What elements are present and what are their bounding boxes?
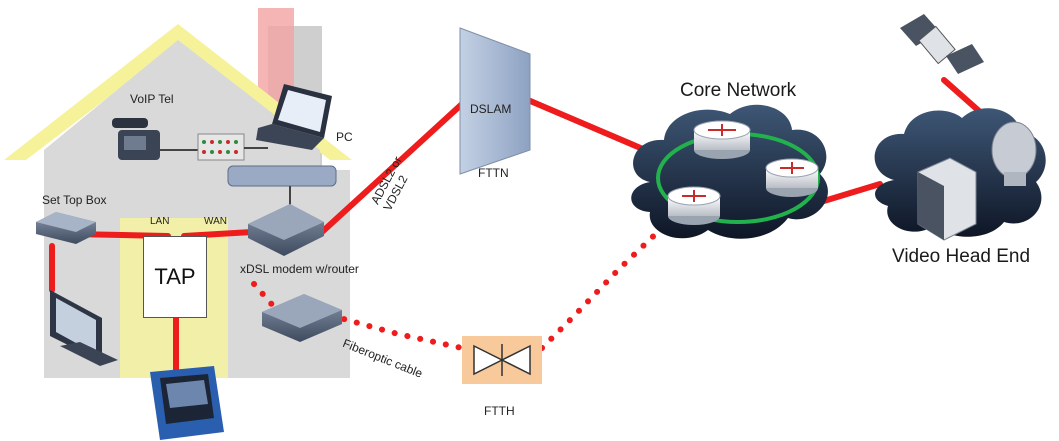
tap-box: TAP bbox=[143, 236, 207, 318]
fttn-label: FTTN bbox=[478, 166, 509, 180]
lan-label: LAN bbox=[150, 216, 170, 227]
pc-label: PC bbox=[336, 130, 353, 144]
dslam-icon bbox=[459, 27, 531, 175]
modem-router-icon bbox=[248, 204, 324, 256]
ont-box-icon bbox=[262, 294, 342, 342]
satellite-icon bbox=[900, 14, 984, 74]
dslam-label: DSLAM bbox=[470, 102, 512, 116]
set-top-box-icon bbox=[36, 212, 96, 244]
ftth-label: FTTH bbox=[484, 404, 515, 418]
fiberoptic-path bbox=[251, 223, 667, 351]
ftth-box bbox=[462, 336, 542, 384]
switch-panel-icon bbox=[197, 133, 245, 161]
set-top-box-label: Set Top Box bbox=[42, 193, 107, 207]
voip-tel-label: VoIP Tel bbox=[130, 92, 174, 106]
laptop-icon bbox=[256, 84, 332, 150]
server-icon bbox=[917, 157, 977, 241]
antenna-dish-icon bbox=[991, 121, 1037, 186]
house-roof bbox=[4, 24, 352, 160]
hub-bar-icon bbox=[227, 165, 337, 187]
router-icon bbox=[765, 158, 819, 197]
tv-monitor-icon bbox=[50, 290, 118, 366]
video-head-end-label: Video Head End bbox=[892, 246, 1031, 267]
router-icon bbox=[693, 120, 751, 159]
xdsl-modem-label: xDSL modem w/router bbox=[240, 262, 359, 276]
telephone-icon bbox=[112, 118, 160, 160]
wan-label: WAN bbox=[204, 216, 227, 227]
test-meter-icon bbox=[150, 366, 224, 440]
router-icon bbox=[667, 186, 721, 225]
core-network-label: Core Network bbox=[680, 80, 797, 101]
link-modem-dslam bbox=[319, 101, 465, 235]
